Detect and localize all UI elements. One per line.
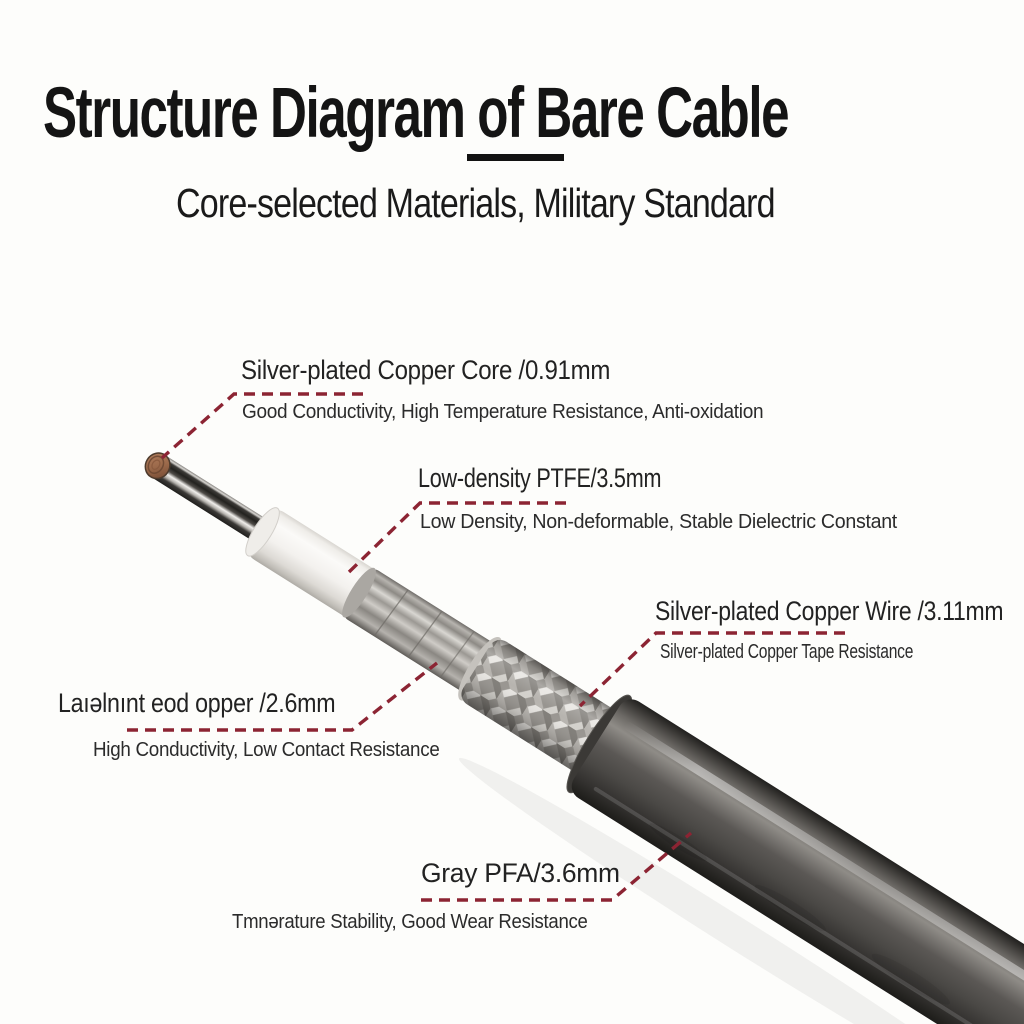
callout-desc-tinned-copper: High Conductivity, Low Contact Resistanc… <box>93 739 440 761</box>
page-title: Structure Diagram of Bare Cable <box>43 74 790 153</box>
gray-pfa-jacket-layer <box>571 699 1024 1024</box>
callout-title-tinned-copper: Laıəlnınt eod opper /2.6mm <box>58 688 336 718</box>
callout-title-jacket: Gray PFA/3.6mm <box>421 858 620 888</box>
jacket-mottle <box>754 884 827 932</box>
copper-tip-ring-inner <box>151 459 161 470</box>
copper-tip-ring <box>147 455 165 474</box>
tape-seam <box>440 631 475 678</box>
callout-desc-copper-wire: Silver-plated Copper Tape Resistance <box>660 641 914 663</box>
jacket-highlight-streak <box>624 721 1024 1024</box>
callout-desc-ptfe: Low Density, Non-deformable, Stable Diel… <box>420 511 897 533</box>
page-subtitle: Core-selected Materials, Military Standa… <box>176 180 776 226</box>
callout-desc-jacket: Tmnərature Stability, Good Wear Resistan… <box>232 911 588 933</box>
ptfe-front-cap <box>245 507 280 557</box>
tape-seam <box>407 611 443 658</box>
leader-line-ptfe <box>346 501 566 575</box>
callout-title-ptfe: Low-density PTFE/3.5mm <box>418 463 662 493</box>
leader-line-copper-core <box>160 392 363 460</box>
callout-title-copper-wire: Silver-plated Copper Wire /3.11mm <box>655 596 1004 626</box>
callout-title-copper-core: Silver-plated Copper Core /0.91mm <box>241 355 611 385</box>
jacket-lower-sheen <box>593 786 1024 1024</box>
tape-seam <box>374 589 409 636</box>
leader-line-jacket <box>421 831 693 902</box>
copper-tape-layer <box>344 569 496 693</box>
title-underline <box>467 154 564 161</box>
leader-lines <box>127 392 845 902</box>
copper-tape-front-cap <box>342 567 376 618</box>
leader-line-tinned-copper <box>127 661 439 732</box>
callout-desc-copper-core: Good Conductivity, High Temperature Resi… <box>242 401 764 423</box>
cable-shadow <box>458 757 1018 1024</box>
leader-line-copper-wire <box>578 631 845 708</box>
jacket-mottle <box>871 953 951 1005</box>
